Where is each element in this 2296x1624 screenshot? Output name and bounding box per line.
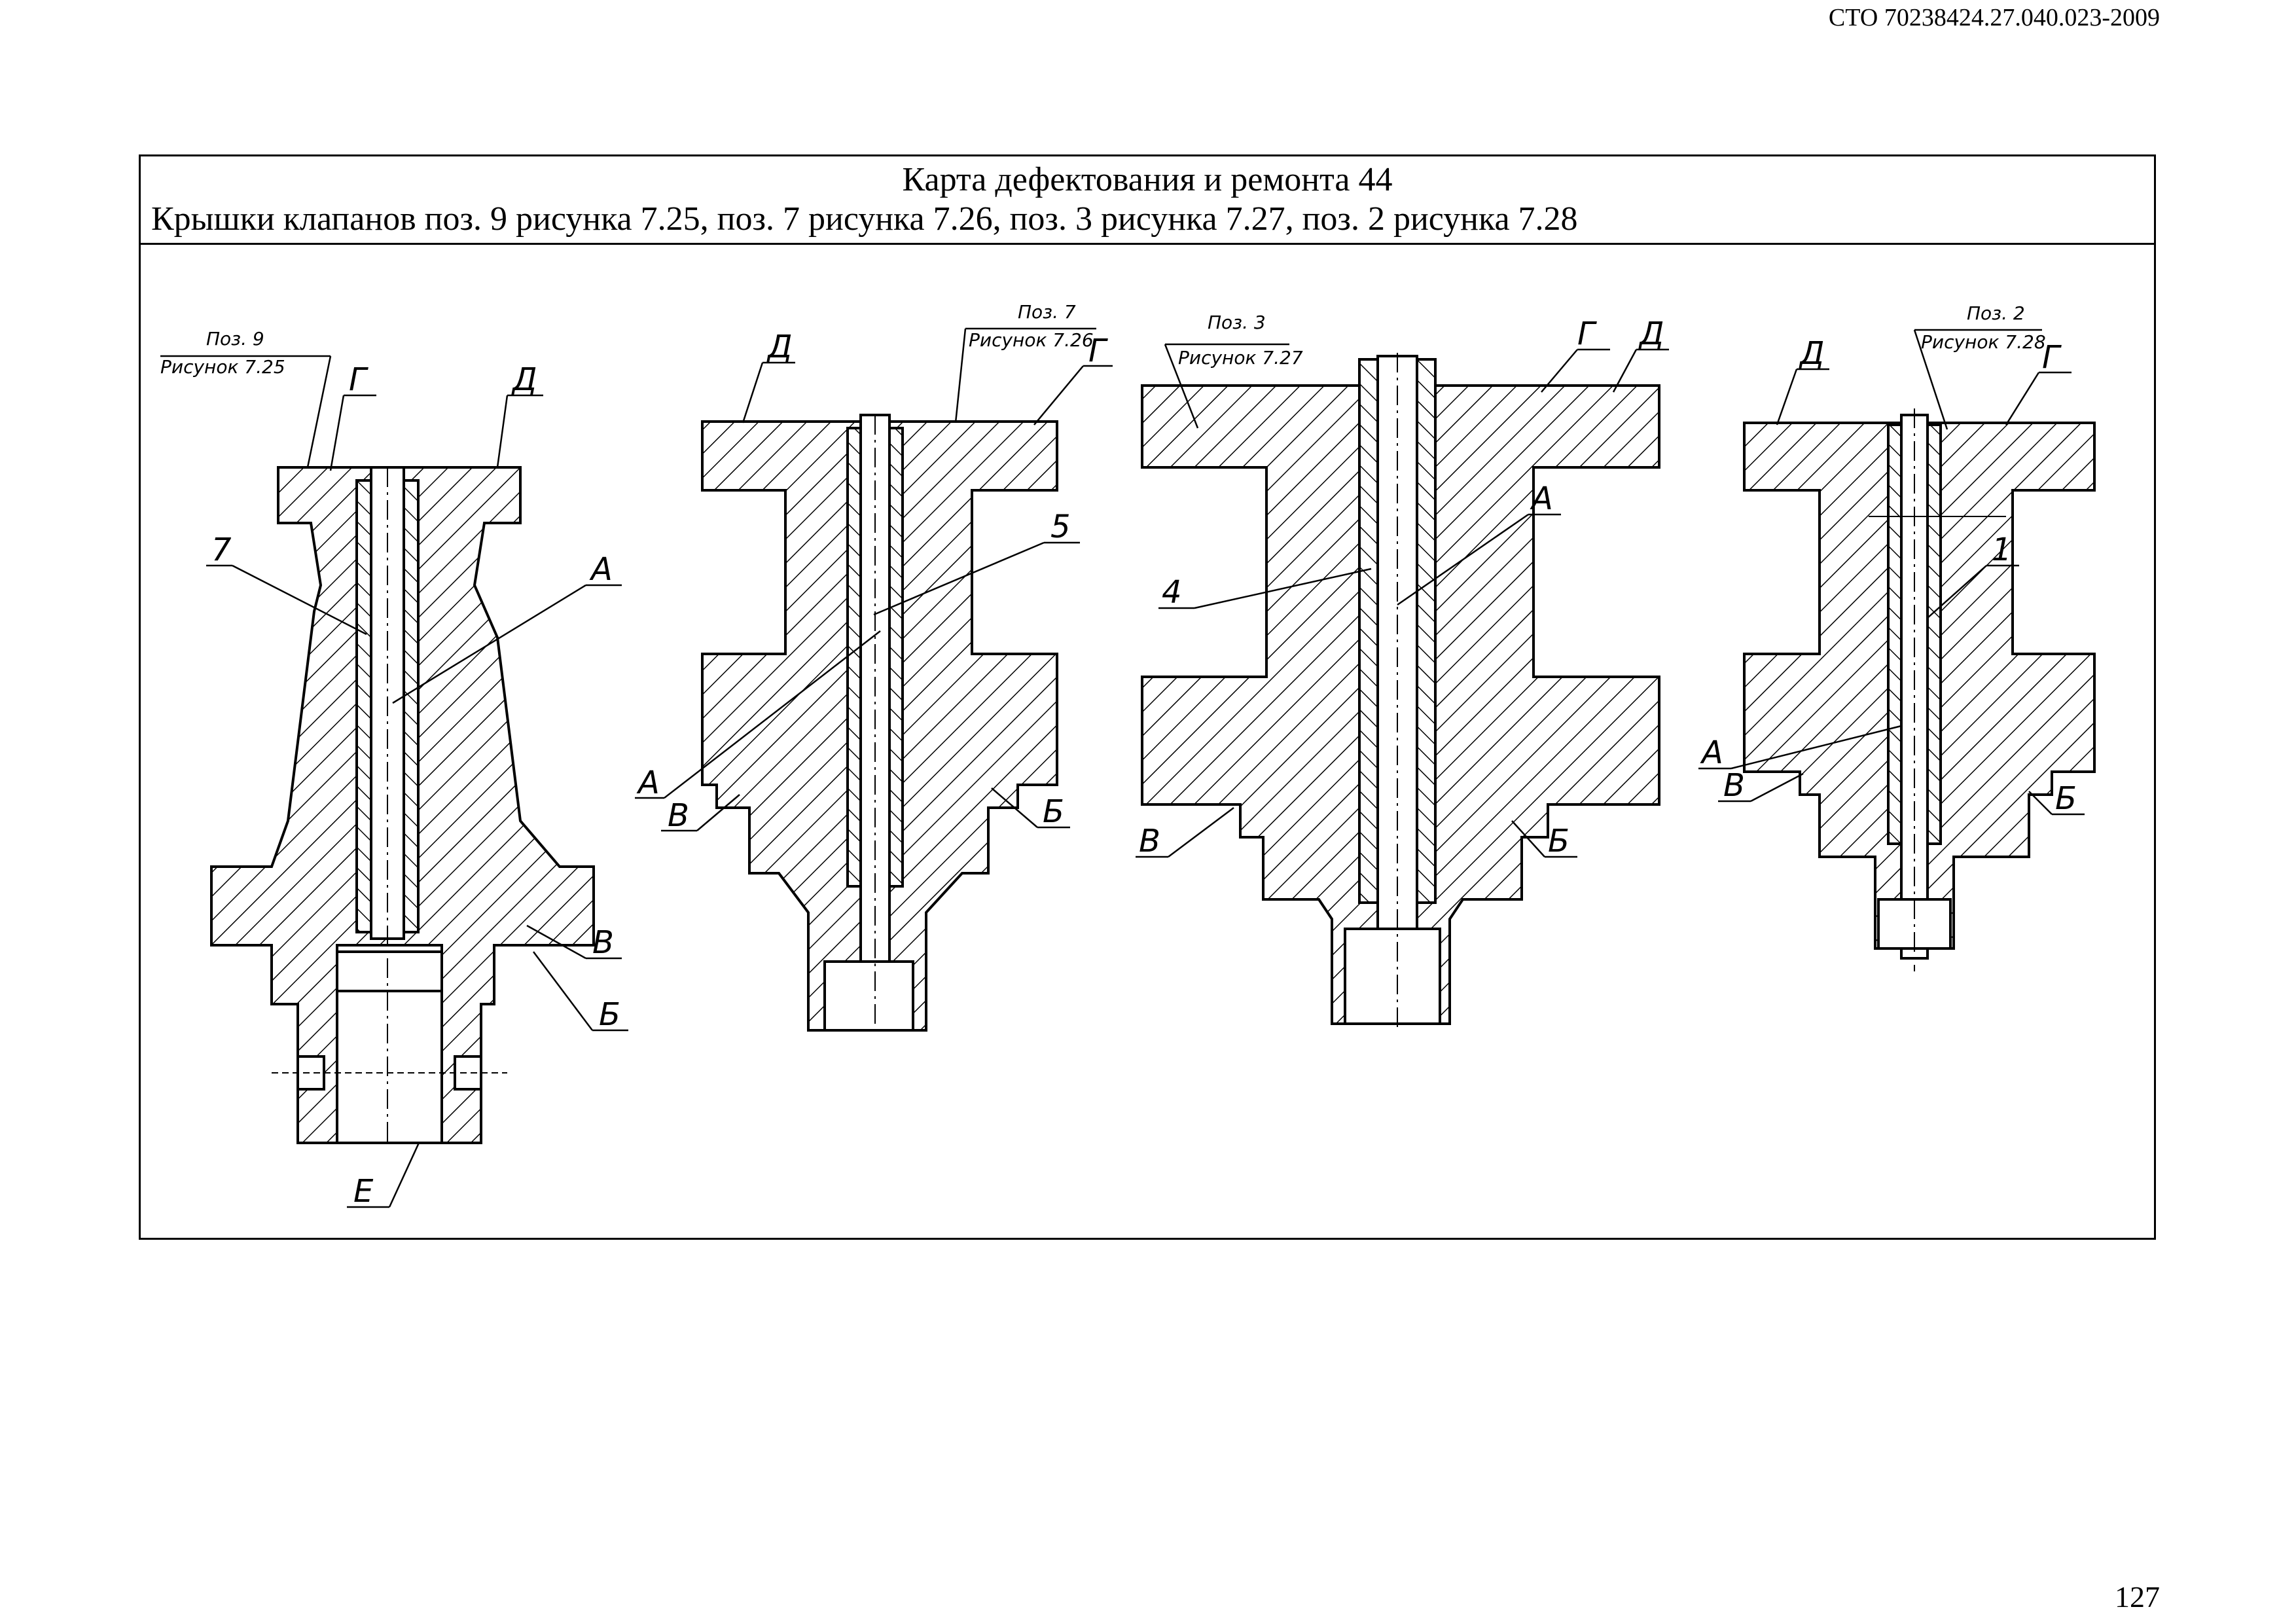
drawing-1-label-e: Е — [353, 1173, 374, 1210]
cover-2-bushing-left — [846, 427, 862, 888]
drawing-3-label-d: Д — [1638, 316, 1664, 352]
drawing-4-label-b: Б — [2055, 780, 2077, 817]
drawing-1-figure: Рисунок 7.25 — [160, 356, 285, 378]
drawing-3-label-b: Б — [1548, 823, 1570, 859]
drawing-2-label-v: В — [668, 797, 689, 834]
cover-1-bushing-left — [355, 479, 372, 933]
drawing-valve-cover-2 — [701, 414, 1058, 1037]
drawing-3-label-g: Г — [1577, 316, 1597, 352]
cover-2-nut — [823, 960, 914, 1032]
card-header: Карта дефектования и ремонта 44 Крышки к… — [141, 156, 2154, 245]
drawing-2-label-b: Б — [1043, 793, 1064, 830]
drawing-4-label-a: А — [1700, 734, 1723, 771]
cover-4-bushing-left — [1887, 424, 1903, 845]
drawing-3-figure: Рисунок 7.27 — [1178, 347, 1303, 369]
drawing-1-pos: Поз. 9 — [206, 328, 264, 350]
cover-3-bushing-left — [1358, 358, 1379, 904]
drawing-valve-cover-1 — [210, 466, 595, 1144]
drawing-2-label-d: Д — [766, 329, 793, 365]
drawing-3-label-v: В — [1139, 823, 1160, 859]
page-number: 127 — [2115, 1580, 2160, 1614]
drawing-3-pos: Поз. 3 — [1208, 312, 1266, 333]
cover-3-nut — [1344, 928, 1441, 1025]
drawing-valve-cover-4 — [1743, 408, 2096, 971]
drawing-1-label-d: Д — [511, 361, 537, 398]
cover-1-bushing-right — [403, 479, 420, 933]
drawing-2-label-g: Г — [1088, 333, 1108, 369]
drawing-2-label-num: 5 — [1050, 509, 1071, 545]
drawing-3-labels — [1136, 343, 1669, 858]
drawing-1-label-num: 7 — [211, 532, 232, 568]
drawing-2-figure: Рисунок 7.26 — [969, 329, 1094, 351]
drawing-2-pos: Поз. 7 — [1018, 301, 1076, 323]
repair-card: Карта дефектования и ремонта 44 Крышки к… — [139, 154, 2156, 1240]
drawing-4-labels — [1698, 329, 2085, 816]
card-title: Карта дефектования и ремонта 44 — [902, 161, 1393, 198]
drawing-2-label-a: А — [636, 765, 660, 801]
drawing-3-label-a: А — [1530, 480, 1553, 517]
drawings-svg: Поз. 9 Рисунок 7.25 Г Д 7 А В Б Е — [160, 301, 2096, 1210]
drawing-4-label-g: Г — [2042, 339, 2062, 376]
cover-2-bushing-right — [888, 427, 904, 888]
drawing-3-label-num: 4 — [1162, 574, 1182, 611]
card-subtitle: Крышки клапанов поз. 9 рисунка 7.25, поз… — [151, 200, 1578, 238]
drawing-valve-cover-3 — [1141, 353, 1660, 1030]
cover-1-insert — [336, 950, 443, 992]
drawing-4-label-v: В — [1723, 767, 1745, 804]
drawing-1-labels — [160, 355, 628, 1208]
drawing-4-label-d: Д — [1799, 335, 1825, 372]
drawing-1-label-g: Г — [349, 361, 368, 398]
drawing-1-label-b: Б — [599, 996, 620, 1033]
drawing-2-labels — [635, 327, 1113, 832]
drawing-4-pos: Поз. 2 — [1967, 302, 2025, 324]
drawings-area: Поз. 9 Рисунок 7.25 Г Д 7 А В Б Е — [141, 245, 2154, 1238]
cover-4-bushing-right — [1926, 424, 1942, 845]
document-code: СТО 70238424.27.040.023-2009 — [1828, 4, 2160, 31]
drawing-4-label-num: 1 — [1992, 532, 2012, 568]
drawing-4-figure: Рисунок 7.28 — [1921, 331, 2046, 353]
drawing-1-label-v: В — [592, 924, 614, 961]
cover-3-bushing-right — [1416, 358, 1437, 904]
drawing-1-label-a: А — [589, 551, 613, 588]
